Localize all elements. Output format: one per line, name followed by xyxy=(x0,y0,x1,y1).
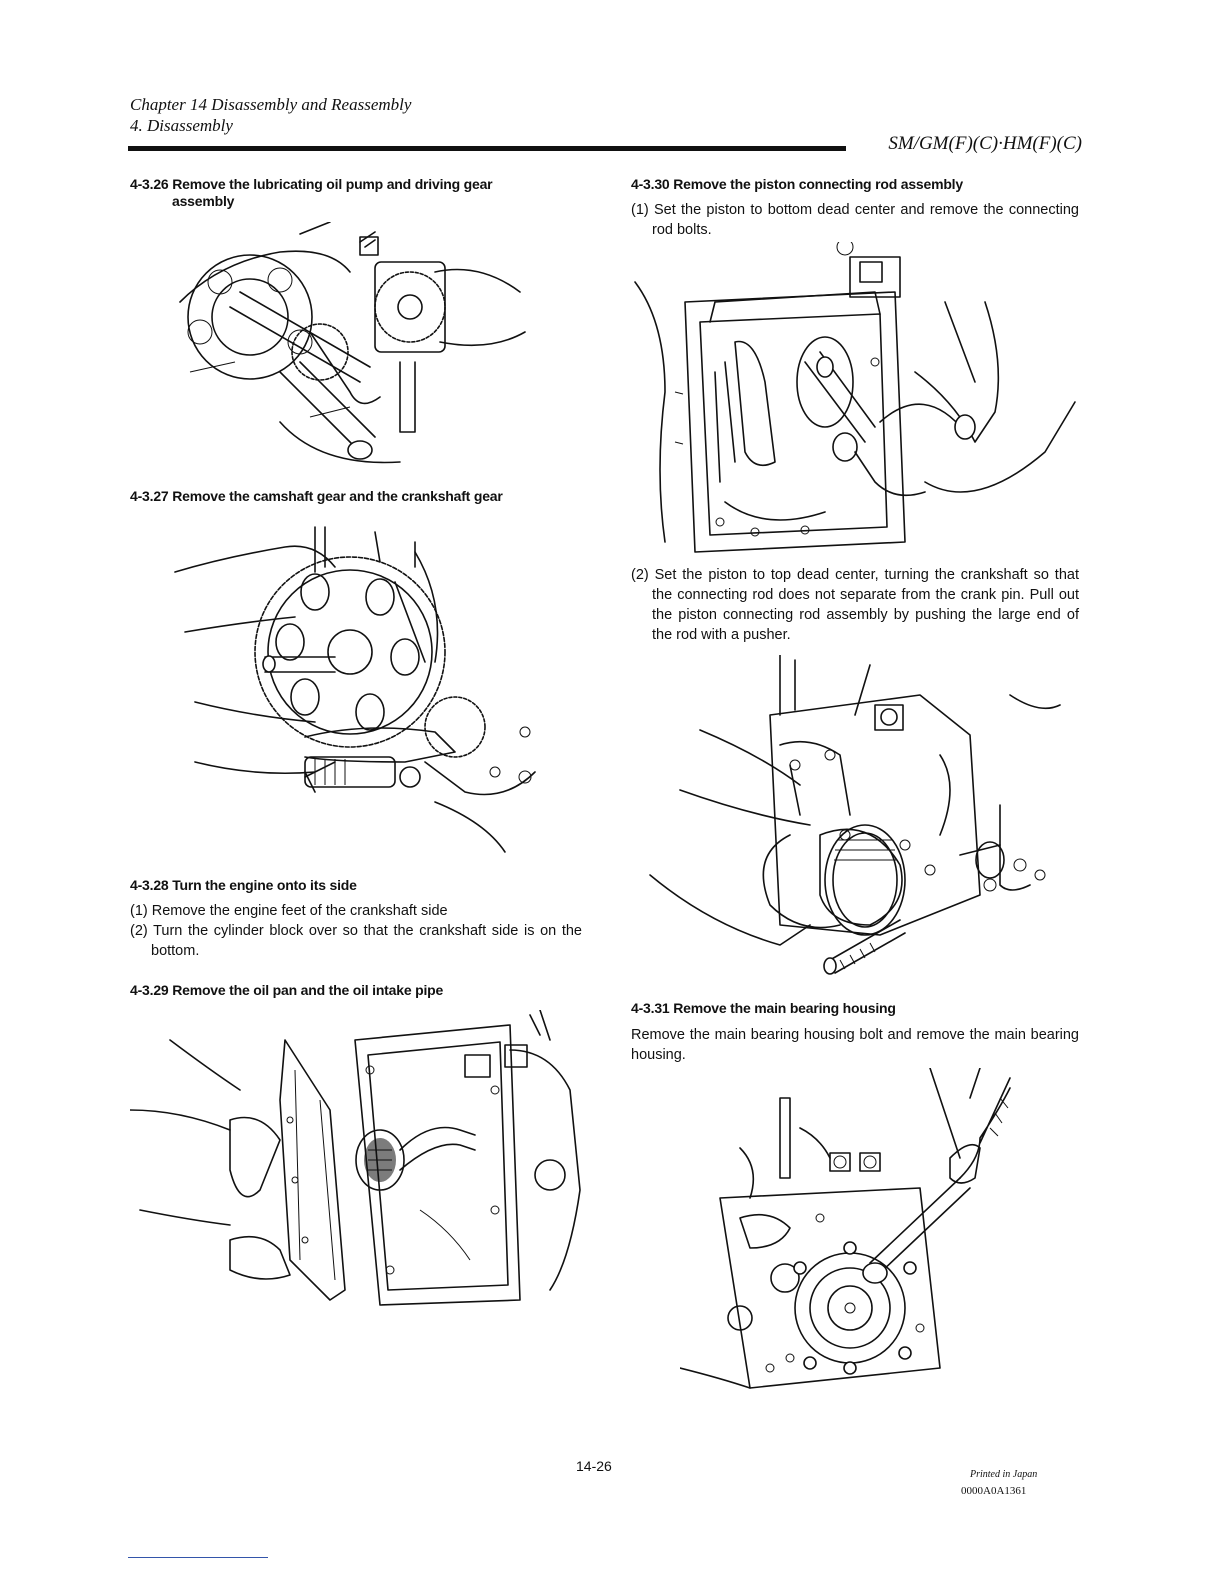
step-2: (2) Turn the cylinder block over so that… xyxy=(130,923,582,959)
section-title: Turn the engine onto its side xyxy=(172,877,357,893)
left-column: 4-3.26 Remove the lubricating oil pump a… xyxy=(130,176,582,210)
section-4-3-31-heading: 4-3.31 Remove the main bearing housing xyxy=(631,1000,1079,1017)
printed-in-note: Printed in Japan xyxy=(970,1469,1038,1480)
running-header: Chapter 14 Disassembly and Reassembly 4.… xyxy=(130,94,411,136)
section-title-line2: assembly xyxy=(172,193,235,209)
section-number: 4-3.30 xyxy=(631,176,670,192)
section-title: Remove the camshaft gear and the cranksh… xyxy=(172,488,503,504)
section-title: Remove the piston connecting rod assembl… xyxy=(673,176,963,192)
section-number: 4-3.28 xyxy=(130,877,169,893)
section-4-3-30: 4-3.30 Remove the piston connecting rod … xyxy=(631,176,1079,240)
section-number: 4-3.31 xyxy=(631,1000,670,1016)
page-number: 14-26 xyxy=(576,1458,612,1474)
section-4-3-30-heading: 4-3.30 Remove the piston connecting rod … xyxy=(631,176,1079,193)
oil-pan-intake-pipe-illustration xyxy=(130,1010,581,1306)
section-4-3-31: 4-3.31 Remove the main bearing housing R… xyxy=(631,1000,1079,1065)
lube-oil-pump-illustration xyxy=(179,222,526,464)
section-4-3-29-heading: 4-3.29 Remove the oil pan and the oil in… xyxy=(130,982,582,999)
section-number: 4-3.27 xyxy=(130,488,169,504)
section-number: 4-3.26 xyxy=(130,176,169,192)
section-title: Remove the oil pan and the oil intake pi… xyxy=(172,982,444,998)
section-title: Remove the main bearing housing xyxy=(673,1000,896,1016)
section-4-3-30-step-2: (2) Set the piston to top dead center, t… xyxy=(631,565,1079,645)
step-2: (2) Set the piston to top dead center, t… xyxy=(631,567,1079,643)
piston-removal-illustration xyxy=(649,655,1061,975)
section-number: 4-3.29 xyxy=(130,982,169,998)
connecting-rod-bolts-illustration xyxy=(634,242,1076,553)
bottom-rule xyxy=(128,1557,268,1558)
document-code: 0000A0A1361 xyxy=(961,1485,1027,1497)
section-title: 4. Disassembly xyxy=(130,116,233,135)
section-4-3-26-heading: 4-3.26 Remove the lubricating oil pump a… xyxy=(130,176,582,210)
section-4-3-27: 4-3.27 Remove the camshaft gear and the … xyxy=(130,488,582,505)
section-4-3-27-heading: 4-3.27 Remove the camshaft gear and the … xyxy=(130,488,582,505)
chapter-title: Chapter 14 Disassembly and Reassembly xyxy=(130,95,412,114)
main-bearing-housing-illustration xyxy=(680,1068,1011,1389)
step-1: (1) Remove the engine feet of the cranks… xyxy=(130,903,448,919)
section-body: Remove the main bearing housing bolt and… xyxy=(631,1027,1079,1063)
section-4-3-28: 4-3.28 Turn the engine onto its side (1)… xyxy=(130,877,582,961)
header-rule xyxy=(128,146,846,151)
model-designation: SM/GM(F)(C)·HM(F)(C) xyxy=(888,133,1082,154)
step-1: (1) Set the piston to bottom dead center… xyxy=(631,202,1079,238)
section-4-3-28-heading: 4-3.28 Turn the engine onto its side xyxy=(130,877,582,894)
section-4-3-29: 4-3.29 Remove the oil pan and the oil in… xyxy=(130,982,582,999)
section-title-line1: Remove the lubricating oil pump and driv… xyxy=(172,176,493,192)
camshaft-crankshaft-gear-illustration xyxy=(174,526,536,853)
